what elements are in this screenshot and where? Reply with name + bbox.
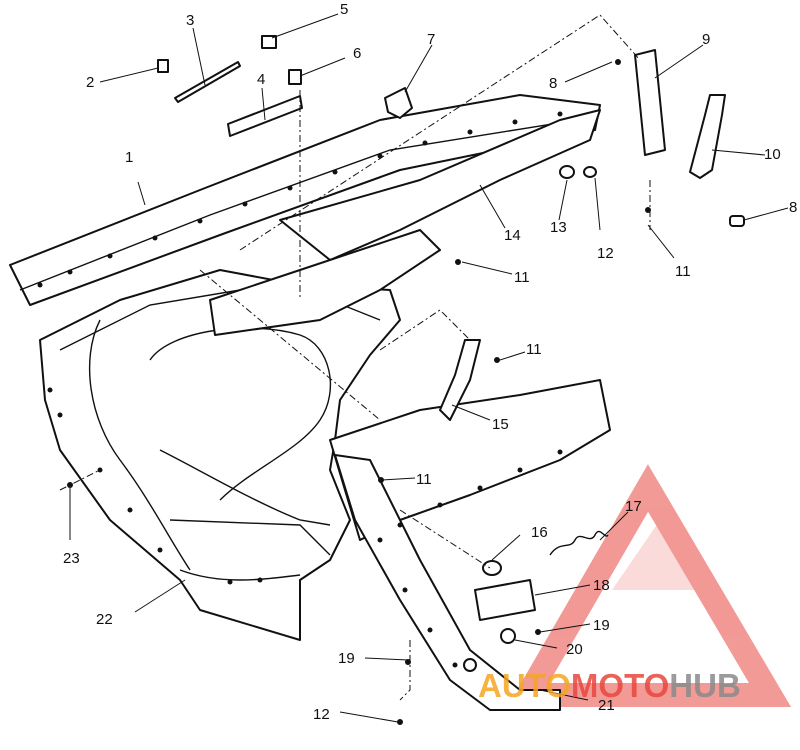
callout-8b: 8 [789, 199, 797, 216]
callout-21: 21 [598, 697, 615, 714]
callout-1: 1 [125, 149, 133, 166]
plate-18 [474, 579, 536, 621]
callout-18: 18 [593, 577, 610, 594]
belly-pan-22 [39, 269, 401, 641]
assembly-lines [59, 14, 651, 701]
callout-10: 10 [764, 146, 781, 163]
callout-14: 14 [504, 227, 521, 244]
fasteners [67, 59, 651, 725]
callout-19b: 19 [593, 617, 610, 634]
callout-11c: 11 [526, 341, 542, 358]
callout-17: 17 [625, 498, 642, 515]
callout-5: 5 [340, 1, 348, 18]
callout-19a: 19 [338, 650, 355, 667]
front-rail-21 [334, 454, 561, 711]
watermark-triangle [507, 464, 792, 707]
pin-12a [583, 166, 597, 178]
callout-16: 16 [531, 524, 548, 541]
callout-11b: 11 [675, 263, 691, 280]
callout-11d: 11 [416, 471, 432, 488]
handle-10 [689, 94, 726, 179]
rivet-holes [37, 111, 563, 668]
clip-5 [261, 35, 277, 49]
watermark-auto: AUTO [478, 667, 571, 704]
bolt-6 [288, 69, 302, 85]
callout-22: 22 [96, 611, 113, 628]
svg-text:AUTOMOTOHUB: AUTOMOTOHUB [478, 667, 741, 704]
grommet-16 [482, 560, 502, 576]
callout-7: 7 [427, 31, 435, 48]
callout-12a: 12 [597, 245, 614, 262]
bracket-9 [634, 49, 666, 156]
callout-8a: 8 [549, 75, 557, 92]
callout-12b: 12 [313, 706, 330, 723]
spring-17 [549, 530, 609, 556]
callout-20: 20 [566, 641, 583, 658]
strip-3 [174, 61, 241, 103]
callout-23: 23 [63, 550, 80, 567]
watermark-logo: AUTOMOTOHUB [478, 667, 741, 704]
callout-11a: 11 [514, 269, 530, 286]
leader-lines [69, 13, 789, 723]
cap-8b [729, 215, 745, 227]
callout-9: 9 [702, 31, 710, 48]
callout-2: 2 [86, 74, 94, 91]
callout-3: 3 [186, 12, 194, 29]
callout-labels: 1 2 3 4 5 6 7 8 9 10 8 14 13 12 11 11 11… [63, 1, 797, 723]
latch-7 [384, 87, 413, 119]
callout-13: 13 [550, 219, 567, 236]
callout-15: 15 [492, 416, 509, 433]
bracket-15 [439, 339, 481, 421]
watermark-hub: HUB [669, 667, 741, 704]
bolt-2 [157, 59, 169, 73]
cross-member-14 [209, 109, 601, 336]
callout-4: 4 [257, 71, 265, 88]
grommet-13 [559, 165, 575, 179]
callout-6: 6 [353, 45, 361, 62]
watermark-moto: MOTO [571, 667, 669, 704]
